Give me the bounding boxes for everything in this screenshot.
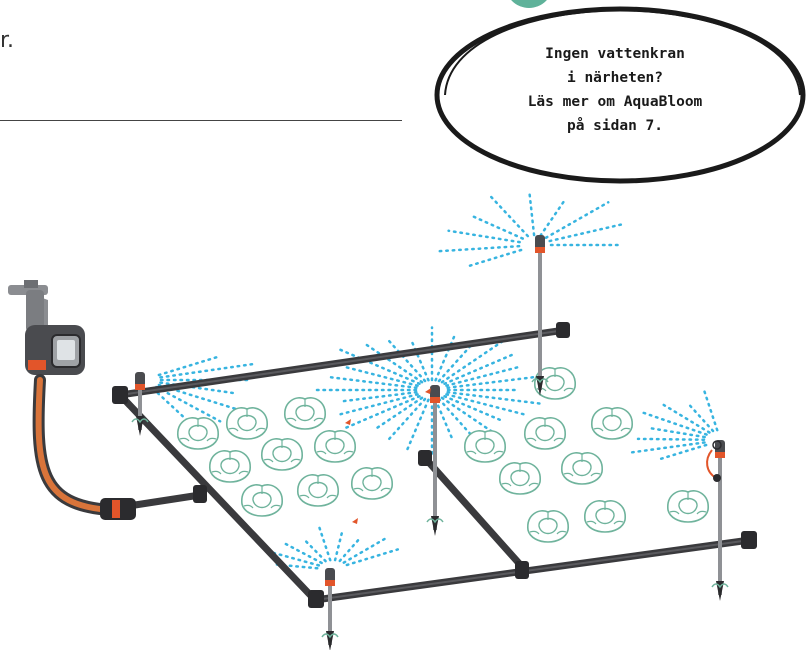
cabbage-plant-icon xyxy=(284,397,326,430)
water-tap-icon xyxy=(8,280,48,332)
cabbage-plant-icon xyxy=(561,452,603,485)
plant-layer xyxy=(177,367,709,543)
bubble-line-3: Läs mer om AquaBloom xyxy=(527,94,703,110)
cabbage-plant-icon xyxy=(209,450,251,483)
pipe-network xyxy=(116,326,754,604)
water-spray-layer xyxy=(151,192,719,570)
cabbage-plant-icon xyxy=(584,500,626,533)
rotation-arrow-icon xyxy=(706,440,722,482)
bubble-line-2: i närheten? xyxy=(566,70,664,86)
sprinkler-icon xyxy=(711,440,729,601)
pipe-feed xyxy=(131,491,204,509)
sprinkler-layer xyxy=(131,235,729,650)
cabbage-plant-icon xyxy=(524,417,566,450)
cabbage-plant-icon xyxy=(351,467,393,500)
cabbage-plant-icon xyxy=(464,430,506,463)
cabbage-plant-icon xyxy=(591,407,633,440)
speech-bubble-text: Ingen vattenkran i närheten? Läs mer om … xyxy=(470,42,760,138)
sprinkler-icon xyxy=(531,235,549,396)
cabbage-plant-icon xyxy=(499,462,541,495)
speech-bubble xyxy=(434,6,806,184)
cabbage-plant-icon xyxy=(177,417,219,450)
cabbage-plant-icon xyxy=(261,438,303,471)
cabbage-plant-icon xyxy=(314,430,356,463)
cabbage-plant-icon xyxy=(241,484,283,517)
water-timer-icon xyxy=(25,325,85,375)
header-trailing-text: r. xyxy=(0,28,15,53)
pipe-left xyxy=(116,391,319,604)
pipe-middle xyxy=(421,454,529,574)
bubble-line-4: på sidan 7. xyxy=(566,118,664,134)
garden-hose xyxy=(32,374,116,516)
pipe-connectors xyxy=(112,322,757,608)
bubble-line-1: Ingen vattenkran xyxy=(545,46,685,62)
cabbage-plant-icon xyxy=(297,474,339,507)
cabbage-plant-icon xyxy=(534,367,576,400)
sprinkler-icon xyxy=(131,372,149,436)
sprinkler-icon xyxy=(426,385,444,536)
sprinkler-icon xyxy=(321,568,339,650)
cabbage-plant-icon xyxy=(667,490,709,523)
teal-heading-circle xyxy=(505,0,553,8)
cabbage-plant-icon xyxy=(226,407,268,440)
spray-direction-markers xyxy=(345,388,431,524)
cabbage-plant-icon xyxy=(527,510,569,543)
header-divider xyxy=(0,120,402,121)
